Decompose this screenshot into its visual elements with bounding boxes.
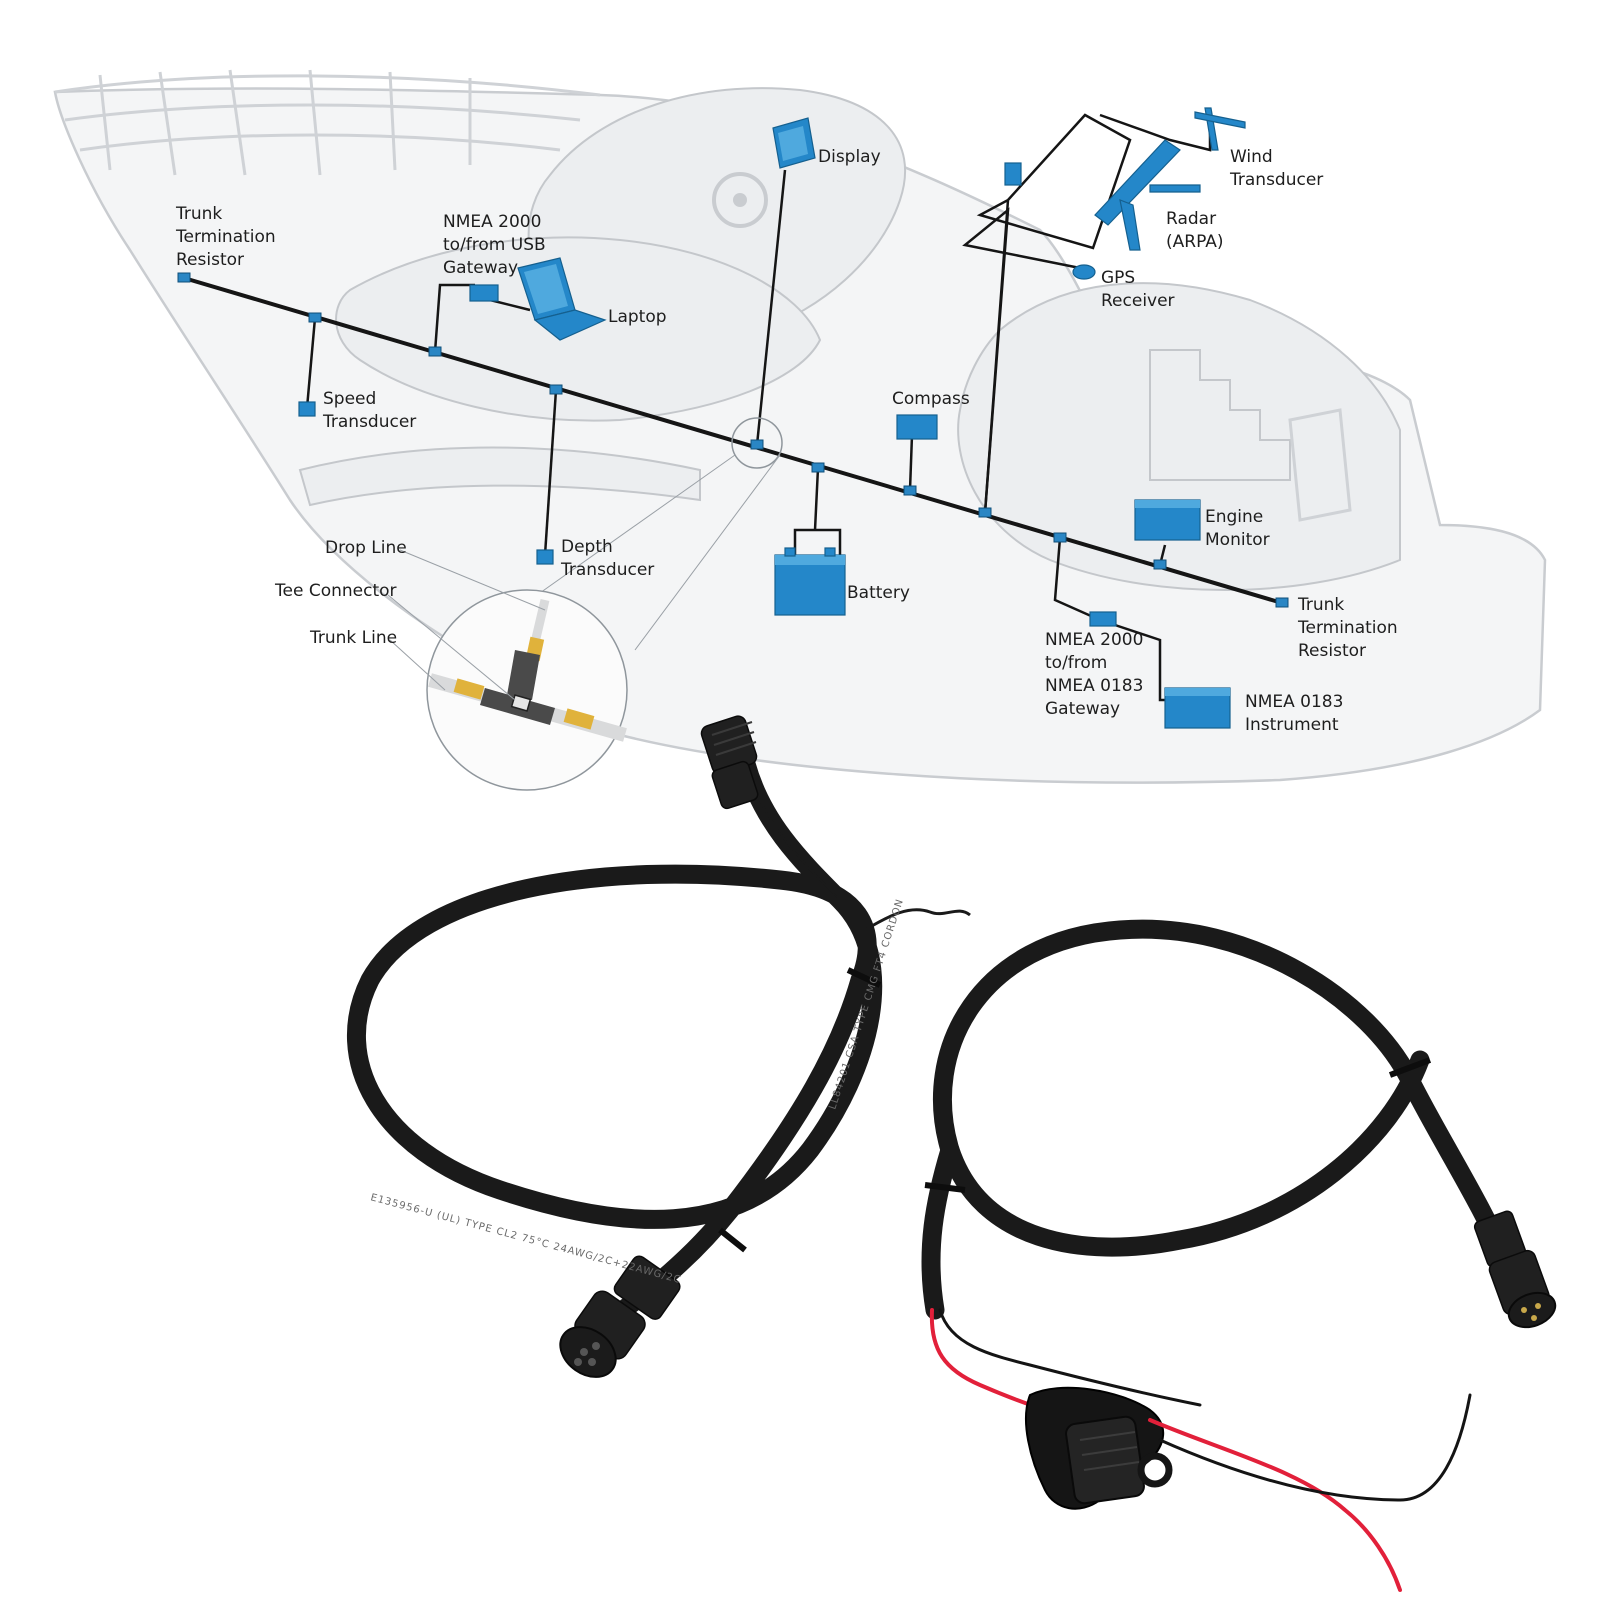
gps-loop-line	[962, 207, 1091, 514]
tee-node	[308, 312, 322, 323]
female-connector-bottom	[559, 1255, 681, 1378]
tee-node	[750, 439, 764, 450]
trunk-terminator-right-node	[1275, 597, 1289, 608]
label-display: Display	[818, 147, 881, 167]
tee-node	[549, 384, 563, 395]
switch-box	[1004, 162, 1022, 186]
nmea0183-gateway-drop-line	[1053, 537, 1175, 702]
speed-drop-line	[305, 317, 317, 409]
wind-transducer	[1194, 107, 1246, 151]
usb-gateway-drop-line	[433, 283, 475, 353]
label-battery: Battery	[847, 583, 910, 603]
label-trunk-termination-right: Trunk Termination Resistor	[1297, 595, 1403, 661]
label-depth-transducer: Depth Transducer	[560, 537, 654, 580]
tee-node	[428, 346, 442, 357]
compass-drop-line	[908, 434, 914, 491]
label-laptop: Laptop	[608, 307, 667, 327]
tee-node	[1153, 559, 1167, 570]
label-tee-connector: Tee Connector	[274, 581, 397, 601]
leader-drop-line	[399, 549, 546, 611]
diagram-labels: Trunk Termination Resistor NMEA 2000 to/…	[175, 147, 1403, 735]
leader-trunk-line	[389, 639, 446, 691]
tee-node	[903, 485, 917, 496]
depth-drop-line	[543, 389, 558, 556]
label-speed-transducer: Speed Transducer	[322, 389, 416, 432]
laptop	[517, 257, 607, 341]
label-nmea-0183-instrument: NMEA 0183 Instrument	[1245, 692, 1349, 735]
nmea0183-instrument	[1164, 687, 1231, 729]
tee-connector-inset	[426, 589, 628, 791]
zoom-beam	[529, 454, 781, 651]
nmea-network	[177, 107, 1289, 791]
laptop-link-line	[489, 298, 531, 312]
zoom-indicator-circle	[731, 417, 783, 469]
speed-transducer	[298, 401, 316, 417]
radar-drop-line	[976, 113, 1132, 514]
label-engine-monitor: Engine Monitor	[1205, 507, 1270, 550]
gps-receiver	[1072, 264, 1096, 280]
leader-tee-connector	[387, 594, 516, 701]
display-drop-line	[755, 169, 787, 446]
battery-drop-line	[793, 467, 842, 555]
tee-node	[811, 462, 825, 473]
male-connector-top	[700, 715, 759, 810]
label-radar: Radar (ARPA)	[1166, 209, 1224, 252]
depth-transducer	[536, 549, 554, 565]
label-compass: Compass	[892, 389, 970, 409]
inline-fuse-holder	[1024, 1386, 1173, 1510]
label-nmea-0183-gateway: NMEA 2000 to/from NMEA 0183 Gateway	[1045, 630, 1149, 719]
display-unit	[772, 117, 816, 169]
battery	[774, 547, 846, 616]
usb-gateway	[469, 284, 499, 302]
label-gps-receiver: GPS Receiver	[1101, 268, 1175, 311]
label-drop-line: Drop Line	[325, 538, 407, 558]
left-drop-cable: E135956-U (UL) TYPE CL2 75°C 24AWG/2C+22…	[346, 715, 971, 1378]
compass	[896, 414, 938, 440]
nmea0183-gateway	[1089, 611, 1117, 627]
label-nmea-usb-gateway: NMEA 2000 to/from USB Gateway	[443, 212, 551, 278]
tee-node	[978, 507, 992, 518]
radar-arpa	[1094, 139, 1201, 251]
tee-node	[1053, 532, 1067, 543]
label-trunk-line: Trunk Line	[309, 628, 397, 648]
right-power-cable	[921, 919, 1557, 1592]
label-wind-transducer: Wind Transducer	[1229, 147, 1323, 190]
male-connector-right	[1473, 1210, 1557, 1329]
label-trunk-termination-left: Trunk Termination Resistor	[175, 204, 281, 270]
trunk-terminator-left-node	[177, 272, 191, 283]
cable-photo: E135956-U (UL) TYPE CL2 75°C 24AWG/2C+22…	[346, 715, 1557, 1592]
trunk-line-path	[182, 276, 1284, 605]
engine-monitor	[1134, 499, 1201, 541]
